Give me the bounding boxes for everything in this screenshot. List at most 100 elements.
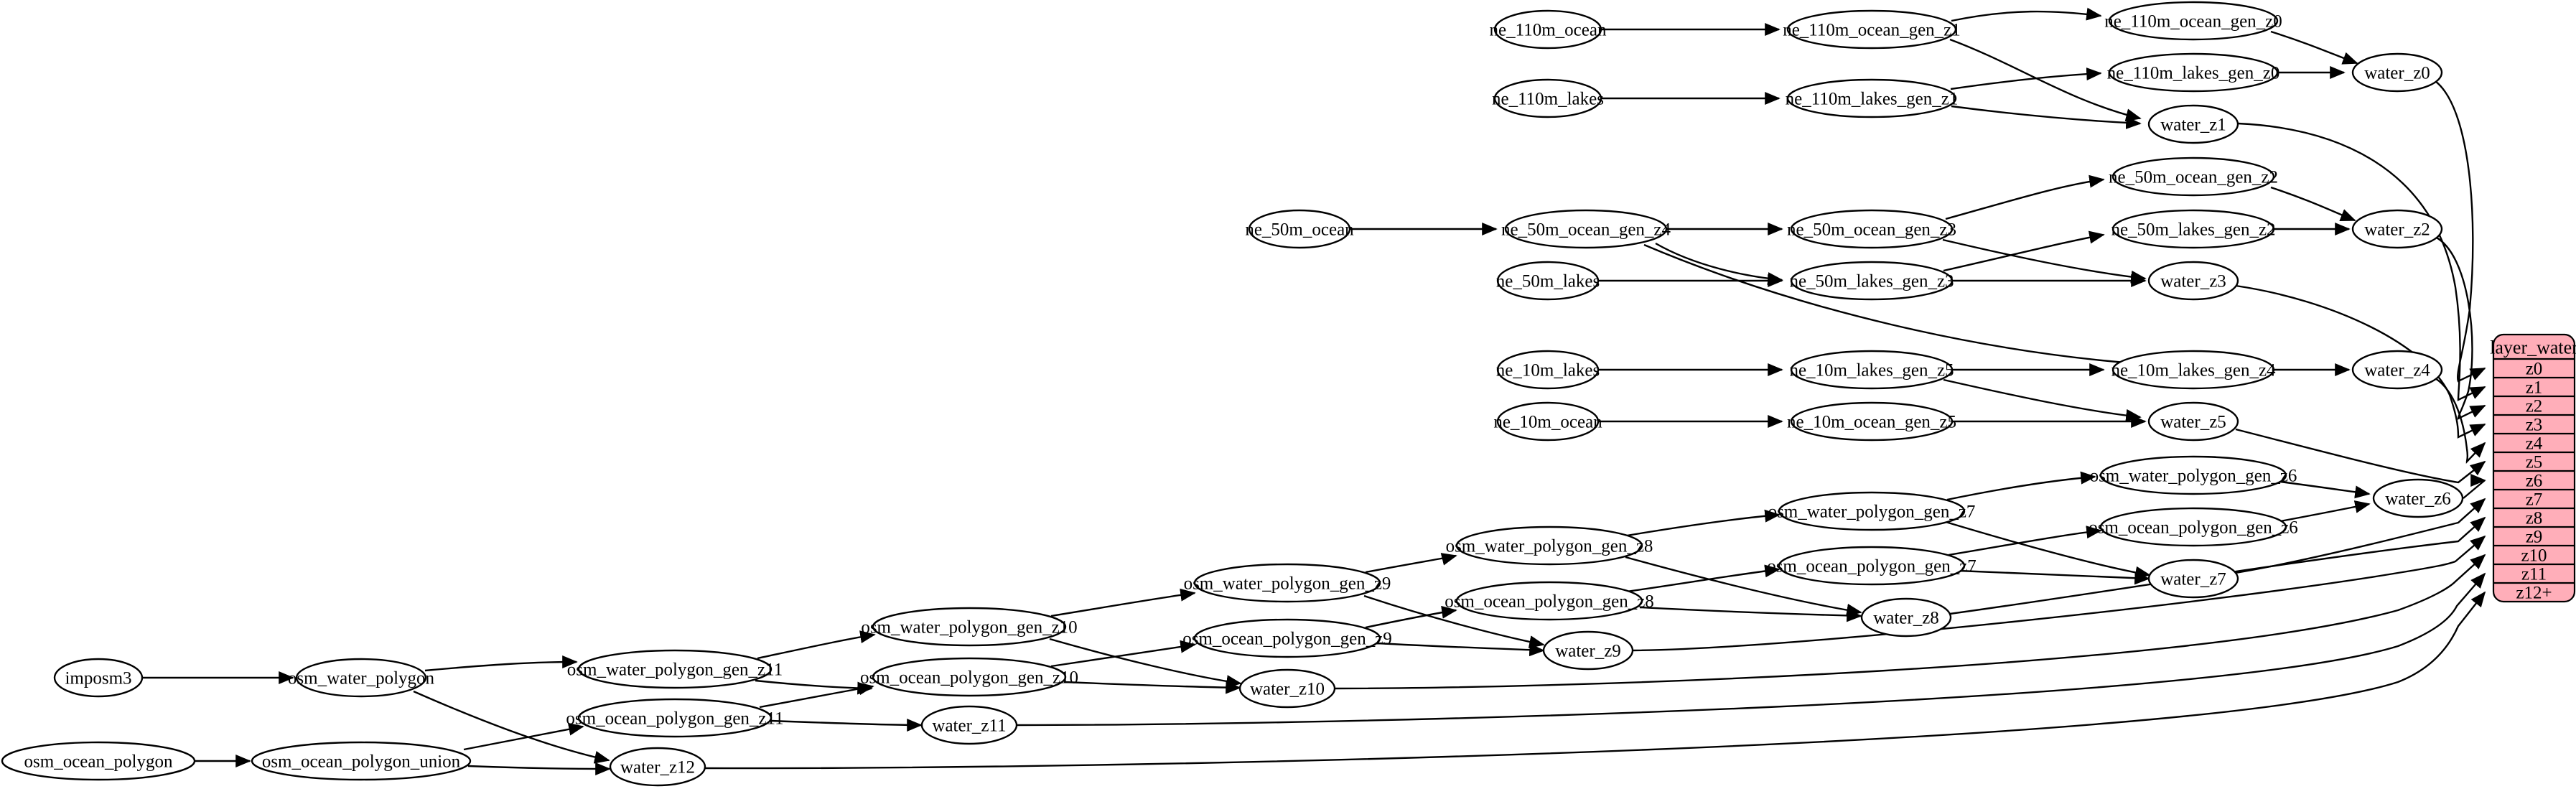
node-ne_50m_lakes_gen_z3[interactable]: ne_50m_lakes_gen_z3 — [1789, 261, 1954, 301]
node-water_z2[interactable]: water_z2 — [2351, 209, 2443, 249]
node-osm_ocean_polygon_gen_z8[interactable]: osm_ocean_polygon_gen_z8 — [1445, 581, 1654, 621]
node-ne_10m_lakes[interactable]: ne_10m_lakes — [1496, 350, 1600, 390]
table-row-z4[interactable]: z4 — [2526, 434, 2543, 454]
node-osm_water_polygon_gen_z11[interactable]: osm_water_polygon_gen_z11 — [567, 649, 783, 689]
table-row-z8[interactable]: z8 — [2526, 509, 2543, 528]
edge-ne_50m_ocean_gen_z3-to-water_z3 — [1942, 238, 2147, 284]
table-row-z5[interactable]: z5 — [2526, 453, 2543, 472]
node-water_z11[interactable]: water_z11 — [920, 705, 1018, 745]
node-label: water_z5 — [2160, 413, 2226, 432]
node-water_z12[interactable]: water_z12 — [609, 747, 706, 787]
node-osm_water_polygon_gen_z8[interactable]: osm_water_polygon_gen_z8 — [1446, 526, 1653, 566]
node-water_z5[interactable]: water_z5 — [2147, 401, 2239, 442]
table-row-z2[interactable]: z2 — [2526, 397, 2543, 416]
edge-osm_water_polygon_gen_z9-to-osm_water_polygon_gen_z8 — [1365, 553, 1457, 574]
node-shape — [1496, 261, 1600, 301]
node-ne_10m_lakes_gen_z4[interactable]: ne_10m_lakes_gen_z4 — [2111, 350, 2276, 390]
edge-osm_water_polygon_gen_z10-to-osm_water_polygon_gen_z9 — [1050, 588, 1196, 617]
table-row-label: z8 — [2526, 509, 2543, 528]
node-ne_50m_ocean[interactable]: ne_50m_ocean — [1245, 209, 1354, 249]
node-osm_ocean_polygon_gen_z10[interactable]: osm_ocean_polygon_gen_z10 — [860, 657, 1078, 697]
node-ne_110m_ocean_gen_z1[interactable]: ne_110m_ocean_gen_z1 — [1783, 9, 1961, 50]
node-ne_50m_lakes[interactable]: ne_50m_lakes — [1496, 261, 1600, 301]
node-ne_110m_lakes_gen_z1[interactable]: ne_110m_lakes_gen_z1 — [1786, 78, 1959, 118]
table-row-z3[interactable]: z3 — [2526, 416, 2543, 435]
node-water_z4[interactable]: water_z4 — [2351, 350, 2443, 390]
edge-osm_water_polygon_gen_z7-to-water_z7 — [1945, 520, 2151, 579]
table-row-label: z0 — [2526, 360, 2543, 379]
edge-water_z11-to-layer_water_z11 — [1016, 572, 2486, 727]
node-imposm3[interactable]: imposm3 — [53, 658, 144, 698]
node-label: water_z12 — [620, 758, 695, 778]
node-shape — [295, 658, 427, 698]
table-row-z6[interactable]: z6 — [2526, 472, 2543, 491]
node-ne_10m_ocean_gen_z5[interactable]: ne_10m_ocean_gen_z5 — [1787, 401, 1956, 442]
node-ne_110m_ocean_gen_z0[interactable]: ne_110m_ocean_gen_z0 — [2104, 1, 2282, 41]
edge-osm_ocean_polygon_gen_z8-to-osm_ocean_polygon_gen_z7 — [1626, 564, 1781, 593]
edge-water_z6-to-layer_water_z6 — [2463, 479, 2486, 499]
node-shape — [251, 741, 472, 781]
node-water_z8[interactable]: water_z8 — [1860, 597, 1952, 638]
node-label: ne_50m_ocean — [1245, 220, 1354, 240]
node-label: osm_ocean_polygon_gen_z7 — [1767, 557, 1977, 576]
node-water_z7[interactable]: water_z7 — [2147, 559, 2239, 599]
table-row-z9[interactable]: z9 — [2526, 528, 2543, 547]
node-osm_ocean_polygon_gen_z9[interactable]: osm_ocean_polygon_gen_z9 — [1182, 618, 1392, 658]
node-ne_50m_ocean_gen_z4[interactable]: ne_50m_ocean_gen_z4 — [1501, 209, 1671, 249]
node-water_z3[interactable]: water_z3 — [2147, 261, 2239, 301]
node-label: osm_ocean_polygon_gen_z11 — [566, 709, 783, 729]
node-osm_ocean_polygon_union[interactable]: osm_ocean_polygon_union — [251, 741, 472, 781]
edge-osm_water_polygon_gen_z7-to-osm_water_polygon_gen_z6 — [1946, 471, 2096, 501]
table-row-z12+[interactable]: z12+ — [2516, 584, 2552, 603]
node-label: water_z7 — [2160, 570, 2226, 589]
node-water_z9[interactable]: water_z9 — [1542, 630, 1634, 671]
node-label: water_z1 — [2160, 116, 2226, 135]
node-osm_water_polygon_gen_z6[interactable]: osm_water_polygon_gen_z6 — [2090, 455, 2297, 495]
node-water_z1[interactable]: water_z1 — [2147, 104, 2239, 144]
node-ne_50m_ocean_gen_z2[interactable]: ne_50m_ocean_gen_z2 — [2109, 157, 2278, 197]
node-ne_10m_ocean[interactable]: ne_10m_ocean — [1493, 401, 1602, 442]
node-ne_50m_ocean_gen_z3[interactable]: ne_50m_ocean_gen_z3 — [1787, 209, 1956, 249]
node-shape — [2147, 401, 2239, 442]
node-osm_water_polygon_gen_z9[interactable]: osm_water_polygon_gen_z9 — [1184, 563, 1391, 603]
node-osm_ocean_polygon[interactable]: osm_ocean_polygon — [1, 741, 196, 781]
node-ne_110m_lakes[interactable]: ne_110m_lakes — [1492, 78, 1604, 118]
node-osm_ocean_polygon_gen_z7[interactable]: osm_ocean_polygon_gen_z7 — [1767, 546, 1977, 586]
node-label: osm_ocean_polygon_gen_z10 — [860, 668, 1078, 688]
node-osm_water_polygon_gen_z7[interactable]: osm_water_polygon_gen_z7 — [1768, 491, 1976, 531]
node-shape — [1496, 350, 1600, 390]
node-shape — [2351, 209, 2443, 249]
table-row-z1[interactable]: z1 — [2526, 378, 2543, 398]
table-row-z0[interactable]: z0 — [2526, 360, 2543, 379]
edge-water_z10-to-layer_water_z10 — [1334, 554, 2486, 690]
node-label: water_z4 — [2364, 361, 2430, 381]
edge-osm_ocean_polygon_gen_z7-to-water_z7 — [1958, 569, 2150, 585]
node-ne_110m_ocean[interactable]: ne_110m_ocean — [1490, 9, 1607, 50]
table-row-label: z12+ — [2516, 584, 2552, 603]
node-shape — [2351, 52, 2443, 93]
edge-water_z4-to-layer_water_z4 — [2435, 377, 2486, 464]
edge-ne_110m_ocean_gen_z1-to-water_z1 — [1949, 38, 2142, 121]
node-label: ne_50m_lakes_gen_z3 — [1789, 272, 1954, 291]
node-water_z0[interactable]: water_z0 — [2351, 52, 2443, 93]
node-water_z6[interactable]: water_z6 — [2372, 478, 2464, 518]
table-row-z10[interactable]: z10 — [2521, 546, 2547, 566]
edge-osm_ocean_polygon_gen_z11-to-water_z11 — [770, 718, 923, 732]
node-ne_50m_lakes_gen_z2[interactable]: ne_50m_lakes_gen_z2 — [2111, 209, 2276, 249]
edge-ne_110m_ocean_gen_z1-to-ne_110m_ocean_gen_z0 — [1951, 7, 2102, 22]
edge-ne_50m_ocean_gen_z2-to-water_z2 — [2270, 186, 2356, 222]
node-label: ne_50m_lakes_gen_z2 — [2111, 220, 2275, 240]
node-label: osm_ocean_polygon — [24, 752, 173, 772]
node-osm_water_polygon_gen_z10[interactable]: osm_water_polygon_gen_z10 — [861, 607, 1078, 647]
node-ne_110m_lakes_gen_z0[interactable]: ne_110m_lakes_gen_z0 — [2107, 52, 2280, 93]
node-label: water_z11 — [932, 716, 1006, 736]
node-osm_water_polygon[interactable]: osm_water_polygon — [288, 658, 435, 698]
node-ne_10m_lakes_gen_z5[interactable]: ne_10m_lakes_gen_z5 — [1789, 350, 1954, 390]
node-water_z10[interactable]: water_z10 — [1238, 668, 1336, 709]
edges-layer — [142, 7, 2486, 775]
node-osm_ocean_polygon_gen_z11[interactable]: osm_ocean_polygon_gen_z11 — [566, 698, 784, 738]
table-row-z11[interactable]: z11 — [2521, 565, 2547, 584]
node-label: ne_10m_lakes_gen_z4 — [2111, 361, 2276, 381]
node-osm_ocean_polygon_gen_z6[interactable]: osm_ocean_polygon_gen_z6 — [2089, 507, 2298, 547]
table-row-z7[interactable]: z7 — [2526, 490, 2543, 510]
